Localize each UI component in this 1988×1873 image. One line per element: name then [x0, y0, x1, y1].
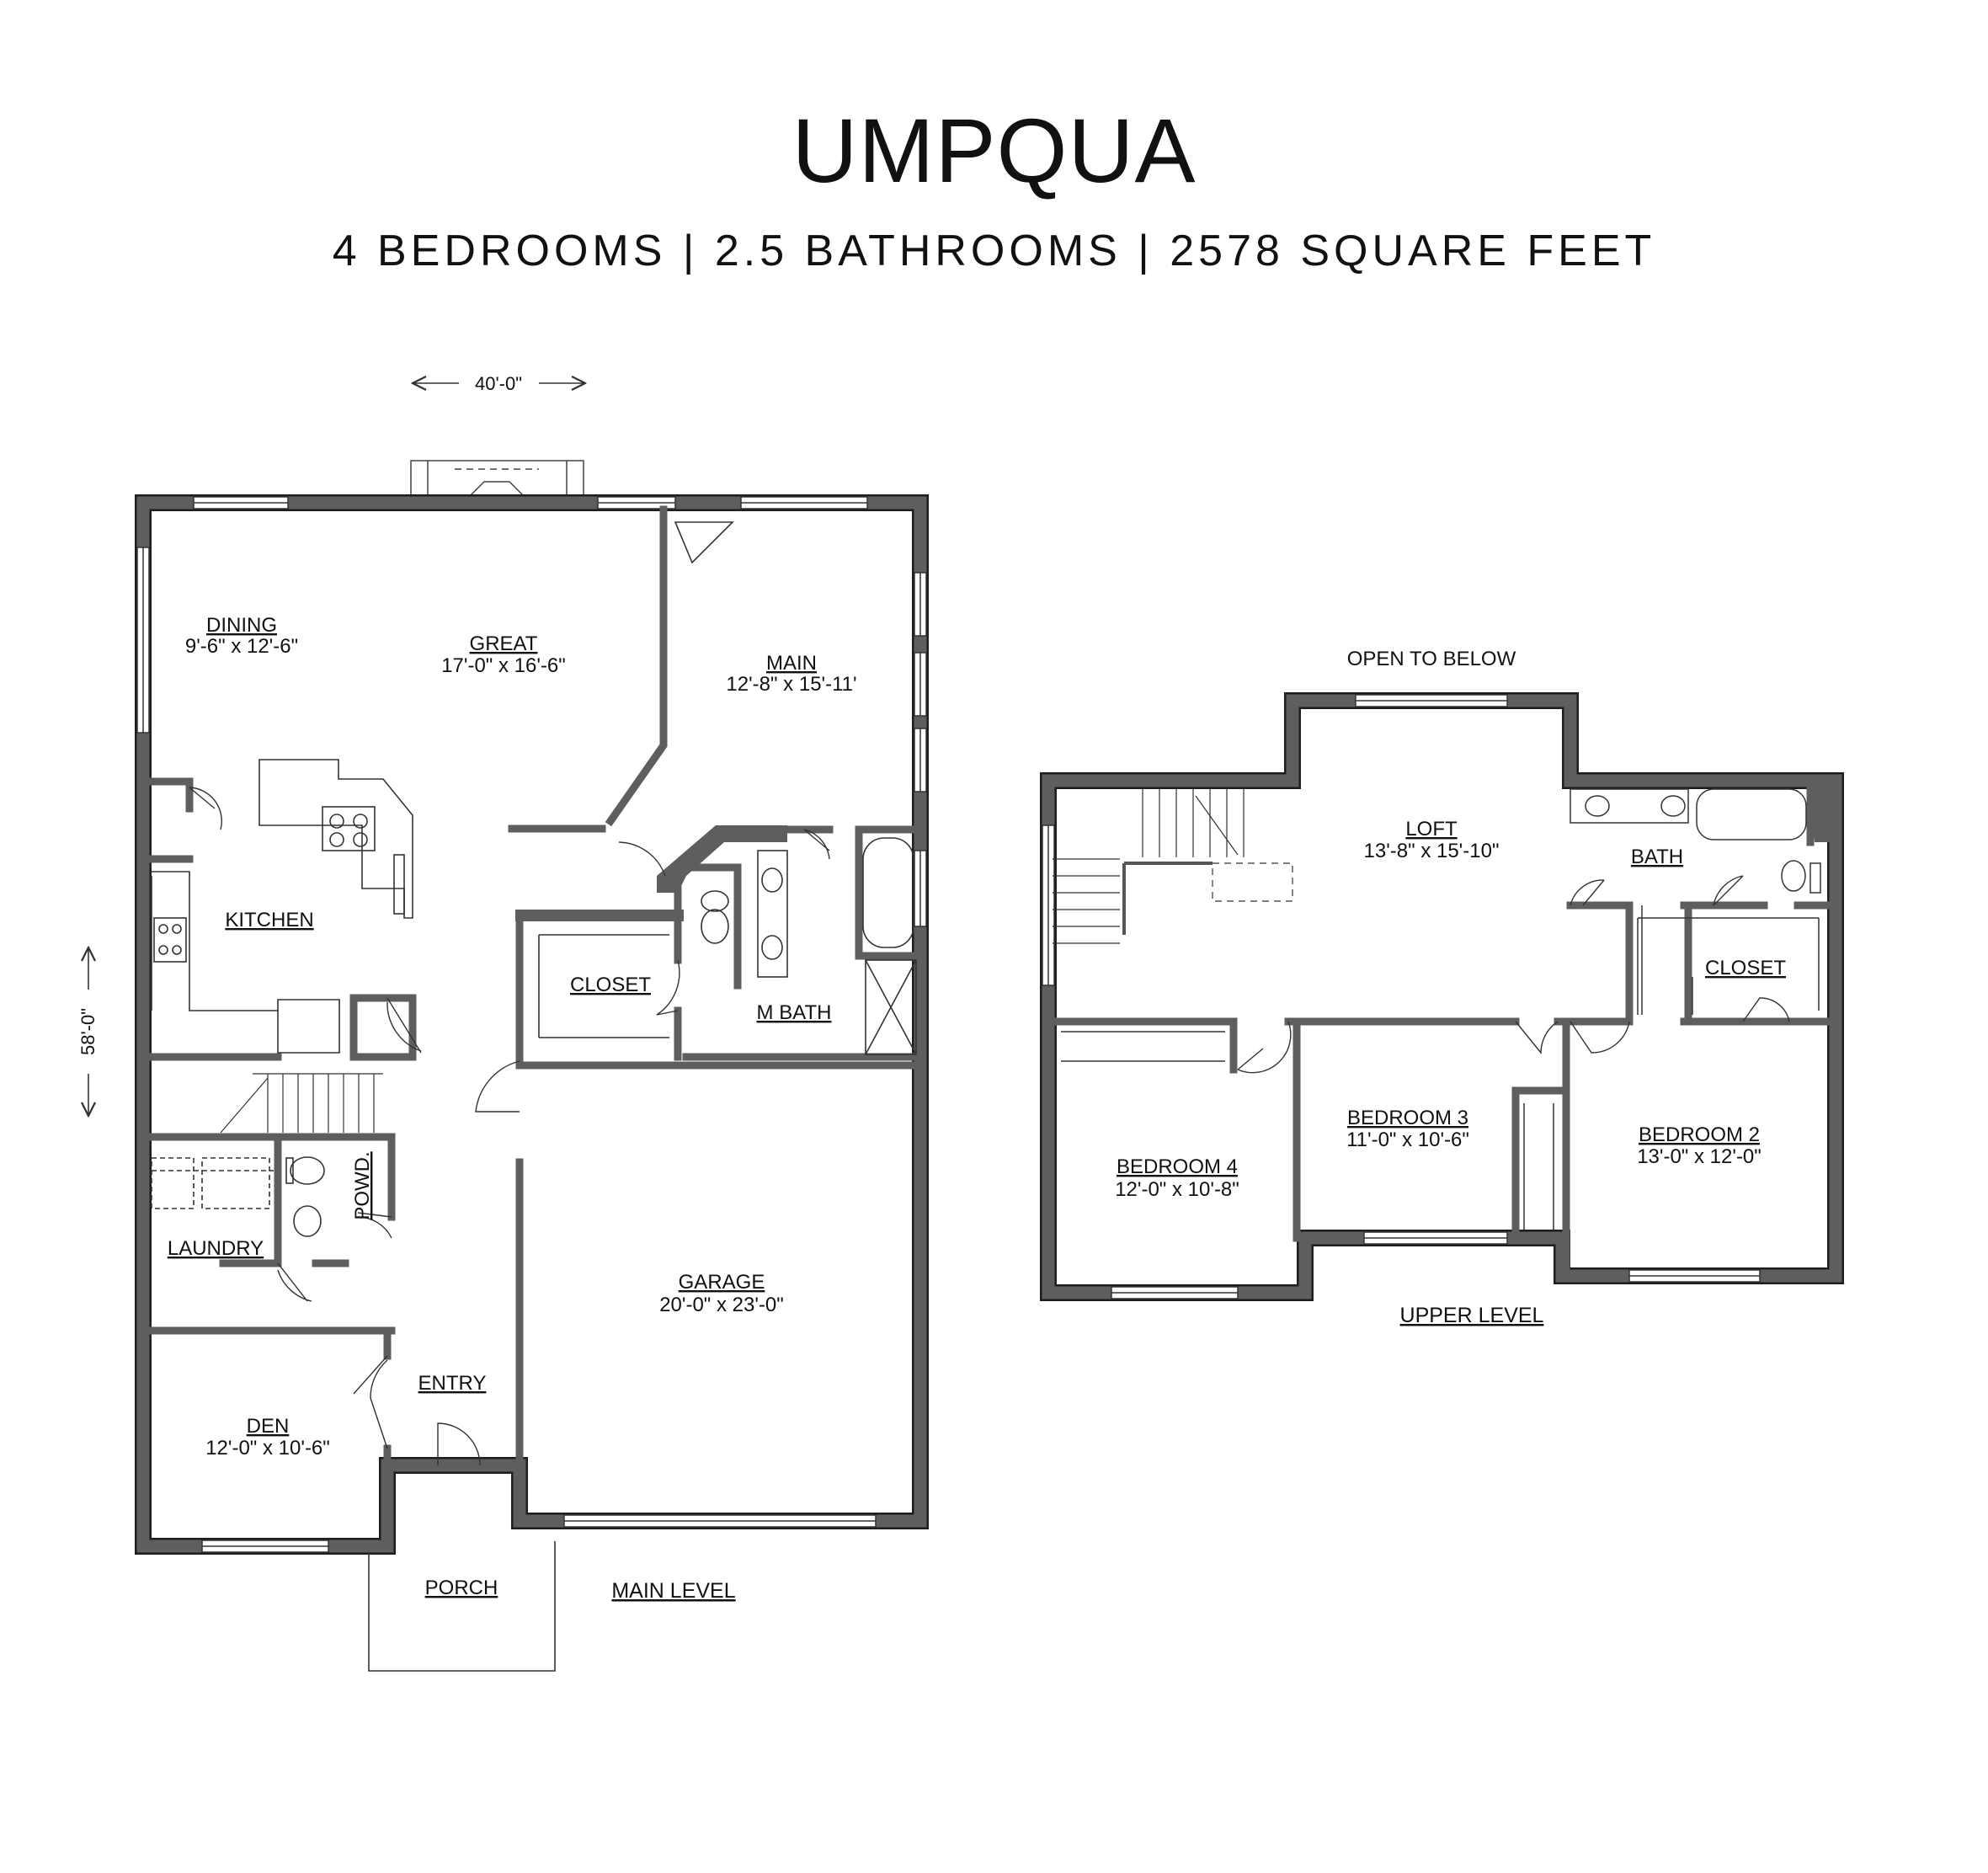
upper-level-label: UPPER LEVEL: [1400, 1304, 1544, 1327]
bedroom4-name: BEDROOM 4: [1117, 1155, 1238, 1178]
garage-size: 20'-0" x 23'-0": [659, 1294, 784, 1316]
width-dimension-label: 40'-0": [475, 373, 522, 394]
depth-dimension-label: 58'-0": [77, 1008, 99, 1055]
depth-dimension: 58'-0": [77, 947, 99, 1116]
width-dimension: 40'-0": [413, 373, 585, 394]
bedroom4-size: 12'-0" x 10'-8": [1115, 1178, 1239, 1201]
main-room-labels: DINING 9'-6" x 12'-6" GREAT 17'-0" x 16'…: [168, 614, 857, 1603]
main-bedroom-size: 12'-8" x 15'-11': [726, 673, 856, 696]
main-level-plan: DINING 9'-6" x 12'-6" GREAT 17'-0" x 16'…: [135, 460, 929, 1672]
powder-name: POWD.: [351, 1151, 374, 1219]
open-to-below-label: OPEN TO BELOW: [1347, 648, 1516, 670]
upper-room-labels: LOFT 13'-8" x 15'-10" BATH CLOSET BEDROO…: [1115, 818, 1786, 1327]
garage-name: GARAGE: [679, 1271, 765, 1294]
entry-name: ENTRY: [418, 1372, 487, 1395]
upper-level-plan: OPEN TO BELOW: [1040, 648, 1844, 1327]
plan-title: UMPQUA: [791, 99, 1197, 201]
dining-name: DINING: [206, 614, 277, 637]
main-fixtures: [151, 521, 917, 1672]
closet-wall-posts: [515, 910, 684, 921]
main-doors: [189, 787, 830, 1466]
loft-size: 13'-8" x 15'-10": [1364, 840, 1500, 862]
plan-subtitle: 4 BEDROOMS | 2.5 BATHROOMS | 2578 SQUARE…: [332, 227, 1656, 275]
den-name: DEN: [247, 1415, 290, 1438]
bedroom3-name: BEDROOM 3: [1347, 1107, 1468, 1129]
great-size: 17'-0" x 16'-6": [441, 654, 566, 677]
great-name: GREAT: [470, 632, 538, 655]
porch-name: PORCH: [425, 1577, 498, 1599]
upper-doors: [1237, 875, 1790, 1074]
den-size: 12'-0" x 10'-6": [205, 1437, 330, 1459]
main-interior-walls: [143, 505, 925, 1470]
dining-size: 9'-6" x 12'-6": [185, 635, 298, 658]
bedroom2-size: 13'-0" x 12'-0": [1637, 1145, 1761, 1168]
upper-interior-walls: [1048, 781, 1836, 1280]
upper-exterior-walls: [1040, 692, 1844, 1301]
bedroom2-name: BEDROOM 2: [1639, 1123, 1760, 1146]
main-bedroom-name: MAIN: [766, 652, 817, 675]
mbath-name: M BATH: [757, 1001, 832, 1024]
loft-name: LOFT: [1405, 818, 1458, 840]
upper-closet-name: CLOSET: [1705, 957, 1786, 979]
closet-name: CLOSET: [570, 974, 651, 996]
bedroom3-size: 11'-0" x 10'-6": [1346, 1129, 1469, 1151]
main-windows: [136, 496, 927, 1553]
upper-fixtures: [1053, 788, 1821, 1230]
upper-bath-name: BATH: [1631, 846, 1683, 868]
mbath-wall-mass: [657, 825, 787, 893]
kitchen-name: KITCHEN: [225, 909, 313, 931]
laundry-name: LAUNDRY: [168, 1237, 264, 1260]
main-level-label: MAIN LEVEL: [611, 1579, 735, 1603]
upper-wall-corner: [1810, 782, 1836, 842]
upper-windows: [1042, 694, 1761, 1299]
